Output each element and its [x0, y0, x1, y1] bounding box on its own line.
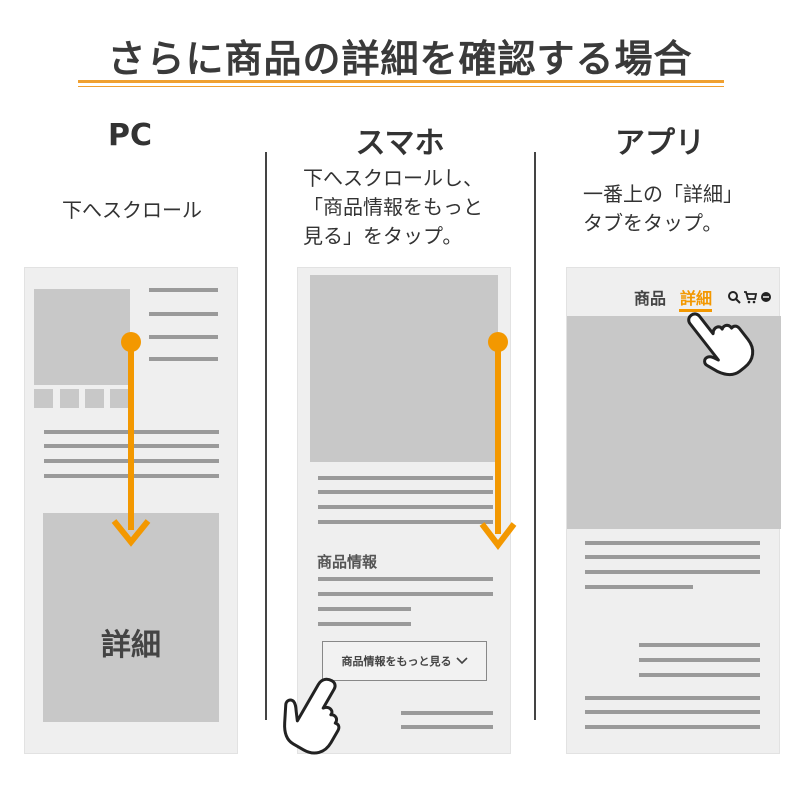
- smartphone-product-image: [310, 275, 498, 462]
- search-icon[interactable]: [727, 290, 741, 304]
- smartphone-text-line: [318, 607, 411, 611]
- app-instruction-line: タブをタップ。: [583, 211, 723, 235]
- pc-thumbnail: [60, 389, 79, 408]
- smartphone-instruction: 下へスクロールし、 「商品情報をもっと 見る」をタップ。: [303, 164, 483, 251]
- column-divider: [534, 152, 536, 720]
- app-text-line: [585, 585, 693, 589]
- app-text-line: [639, 643, 760, 647]
- chevron-down-icon: [455, 657, 468, 665]
- app-instruction: 一番上の「詳細」 タブをタップ。: [583, 180, 743, 238]
- pc-text-line: [149, 335, 218, 339]
- smartphone-text-line: [318, 505, 493, 509]
- app-text-line: [585, 570, 760, 574]
- pc-thumbnail: [34, 389, 53, 408]
- smartphone-text-line: [401, 711, 493, 715]
- pc-thumbnail: [110, 389, 129, 408]
- pc-heading: PC: [107, 118, 152, 153]
- app-text-line: [585, 710, 760, 714]
- page-title: さらに商品の詳細を確認する場合: [107, 37, 693, 81]
- tab-detail[interactable]: 詳細: [680, 289, 713, 308]
- pc-detail-section: [43, 513, 219, 722]
- app-text-line: [639, 658, 760, 662]
- smartphone-instruction-line: 下へスクロールし、: [303, 166, 483, 190]
- smartphone-instruction-line: 見る」をタップ。: [303, 224, 463, 248]
- pc-text-line: [149, 357, 218, 361]
- show-more-button-label: 商品情報をもっと見る: [341, 655, 452, 668]
- smartphone-text-line: [318, 577, 493, 581]
- smartphone-text-line: [318, 622, 411, 626]
- app-text-line: [585, 725, 760, 729]
- cart-icon[interactable]: [743, 290, 758, 304]
- app-instruction-line: 一番上の「詳細」: [583, 182, 743, 206]
- smartphone-heading: スマホ: [355, 126, 445, 161]
- pc-text-line: [149, 288, 218, 292]
- pc-thumbnail: [85, 389, 104, 408]
- tab-product[interactable]: 商品: [634, 289, 667, 308]
- smartphone-section-label: 商品情報: [317, 553, 378, 571]
- pc-text-line: [149, 312, 218, 316]
- show-more-button[interactable]: 商品情報をもっと見る: [322, 641, 487, 681]
- pc-product-image: [34, 289, 130, 385]
- smartphone-text-line: [318, 476, 493, 480]
- pc-detail-label: 詳細: [101, 628, 161, 663]
- hand-pointer-icon: [283, 677, 341, 755]
- app-heading: アプリ: [615, 126, 705, 161]
- smartphone-text-line: [318, 520, 493, 524]
- tab-detail-underline: [679, 309, 712, 312]
- app-text-line: [585, 541, 760, 545]
- app-text-line: [639, 673, 760, 677]
- menu-dots-icon[interactable]: [760, 291, 772, 303]
- title-underline: [78, 80, 724, 83]
- smartphone-text-line: [318, 592, 493, 596]
- column-divider: [265, 152, 267, 720]
- smartphone-text-line: [318, 490, 493, 494]
- pc-instruction: 下へスクロール: [62, 198, 202, 222]
- smartphone-instruction-line: 「商品情報をもっと: [303, 195, 483, 219]
- hand-pointer-icon: [687, 312, 755, 376]
- app-text-line: [585, 555, 760, 559]
- smartphone-text-line: [401, 725, 493, 729]
- smartphone-mockup: 商品情報 商品情報をもっと見る: [297, 267, 511, 754]
- app-text-line: [585, 696, 760, 700]
- title-underline-thin: [78, 86, 724, 87]
